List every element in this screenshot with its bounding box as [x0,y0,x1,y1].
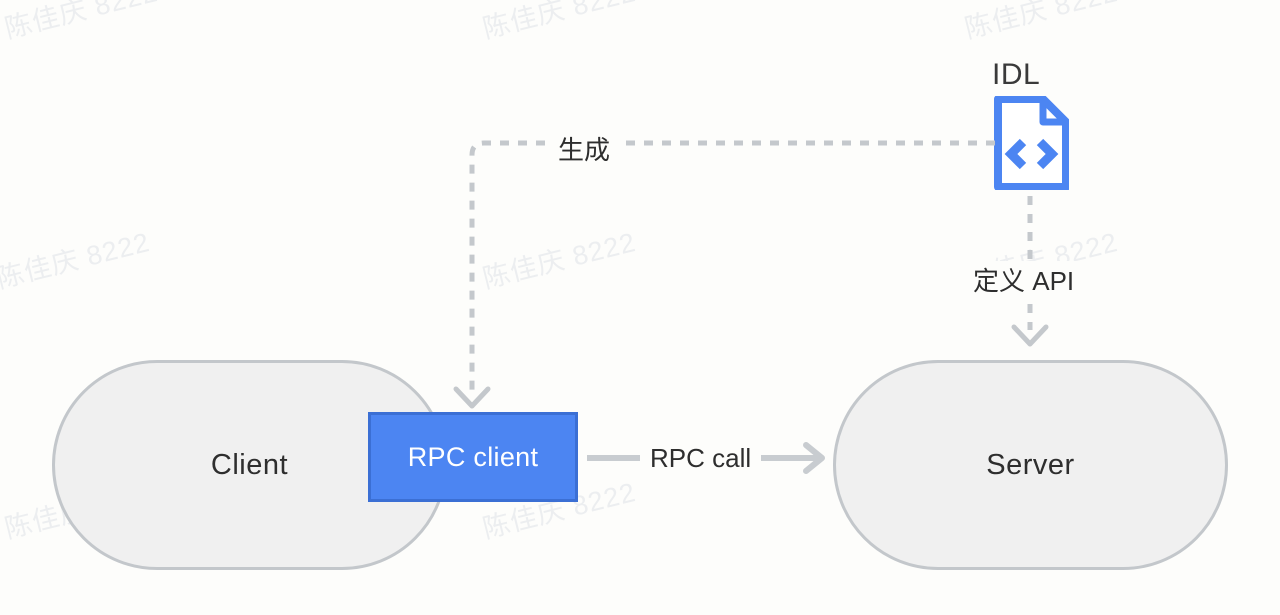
edge-idl-to-rpc-client-arrowhead [453,386,491,409]
node-idl-label: IDL [992,58,1041,91]
node-rpc-client[interactable]: RPC client [368,412,578,502]
code-file-icon[interactable] [993,95,1070,191]
edge-idl-to-rpc-client-line [469,140,995,392]
edge-label-rpc-call: RPC call [640,443,762,474]
node-server[interactable]: Server [833,360,1228,570]
node-server-label: Server [986,448,1075,481]
edge-label-define-api: 定义 API [963,261,1085,298]
file-outline [994,95,1070,191]
file-fold-corner [1039,101,1064,126]
chevron-left-glyph [1004,138,1027,170]
node-client-label: Client [210,448,289,481]
edge-idl-to-server-arrowhead [1011,324,1049,347]
edge-label-generate: 生成 [548,130,621,167]
edge-rpc-call-arrowhead [803,442,825,474]
chevron-right-glyph [1036,138,1059,170]
node-rpc-client-label: RPC client [407,441,539,472]
